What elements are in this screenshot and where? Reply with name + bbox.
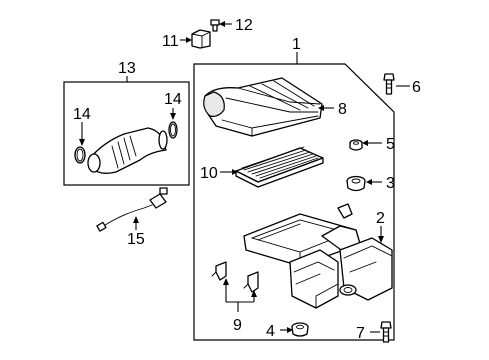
callout-6: 6 <box>412 79 421 96</box>
callout-1: 1 <box>292 36 301 53</box>
hose-clamp-right <box>168 121 178 139</box>
bolt-6 <box>383 73 395 95</box>
screw-12 <box>210 19 220 32</box>
callout-10: 10 <box>200 165 218 182</box>
callout-3: 3 <box>386 175 395 192</box>
mounting-brackets <box>211 261 259 293</box>
callout-14-right: 14 <box>164 91 182 108</box>
callout-5: 5 <box>386 136 395 153</box>
intake-hose <box>87 127 168 174</box>
air-cleaner-cover <box>203 77 323 137</box>
callout-2: 2 <box>376 210 385 227</box>
air-filter-element <box>235 146 324 188</box>
callout-4: 4 <box>266 323 275 340</box>
grommet-large <box>346 175 366 192</box>
callout-13: 13 <box>118 60 136 77</box>
air-cleaner-housing <box>243 203 393 309</box>
assembly-frame <box>193 63 395 341</box>
callout-7: 7 <box>356 325 365 342</box>
grommet-small <box>349 139 363 151</box>
callout-11: 11 <box>162 33 179 50</box>
callout-8: 8 <box>338 101 347 118</box>
intake-sensor <box>96 187 168 232</box>
hose-clamp-left <box>74 146 86 164</box>
callout-15: 15 <box>127 231 145 248</box>
callout-9: 9 <box>233 317 242 334</box>
bolt-7 <box>380 321 392 343</box>
airflow-sensor <box>191 29 211 49</box>
callout-14-left: 14 <box>73 106 91 123</box>
grommet-4 <box>291 322 309 337</box>
leader-lines <box>79 21 410 333</box>
callout-12: 12 <box>235 17 253 34</box>
